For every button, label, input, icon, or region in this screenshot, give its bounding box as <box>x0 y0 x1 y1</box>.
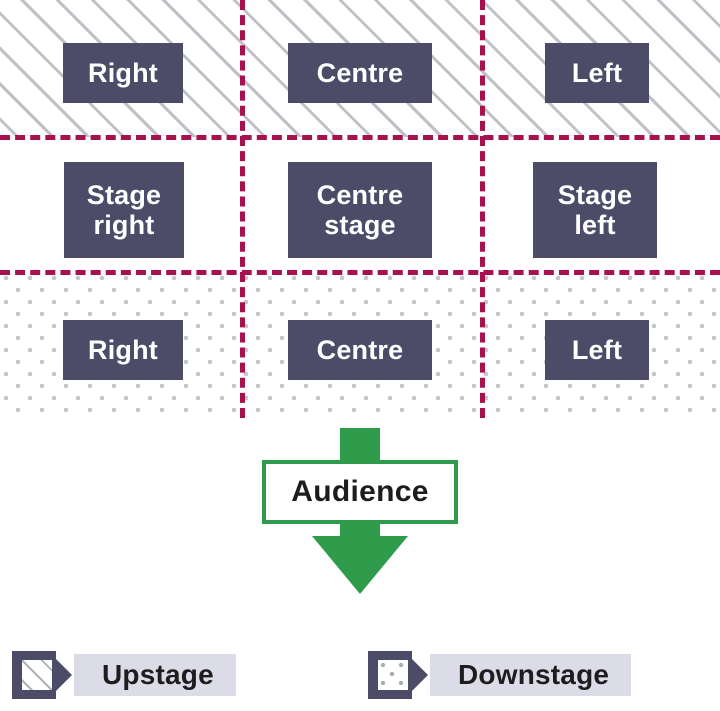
cell-label-downstage-right: Right <box>63 320 183 380</box>
legend-arrow-right-icon <box>412 659 428 691</box>
grid-line-vertical-right <box>480 0 485 418</box>
cell-label-downstage-centre: Centre <box>288 320 432 380</box>
legend-item-upstage: Upstage <box>12 650 236 700</box>
legend: Upstage Downstage <box>0 650 720 700</box>
grid-line-vertical-left <box>240 0 245 418</box>
cell-label-centre-stage: Centre stage <box>288 162 432 258</box>
legend-swatch-upstage-icon <box>12 651 72 699</box>
legend-label-upstage: Upstage <box>102 659 214 690</box>
cell-label-stage-right: Stage right <box>64 162 184 258</box>
audience-arrow-down-icon <box>312 536 408 594</box>
cell-label-upstage-left: Left <box>545 43 649 103</box>
cell-label-upstage-centre: Centre <box>288 43 432 103</box>
grid-line-horizontal-lower <box>0 270 720 275</box>
legend-pattern-hatch-icon <box>22 660 52 690</box>
audience-label: Audience <box>291 475 429 508</box>
legend-band-downstage: Downstage <box>430 654 632 696</box>
grid-line-horizontal-upper <box>0 135 720 140</box>
audience-direction-indicator: Audience <box>262 428 458 594</box>
legend-swatch-downstage-icon <box>368 651 428 699</box>
legend-arrow-right-icon <box>56 659 72 691</box>
audience-box: Audience <box>262 460 458 524</box>
cell-label-stage-left: Stage left <box>533 162 657 258</box>
legend-pattern-dots-icon <box>378 660 408 690</box>
legend-item-downstage: Downstage <box>368 650 632 700</box>
legend-band-upstage: Upstage <box>74 654 236 696</box>
legend-label-downstage: Downstage <box>458 659 610 690</box>
cell-label-upstage-right: Right <box>63 43 183 103</box>
cell-label-downstage-left: Left <box>545 320 649 380</box>
